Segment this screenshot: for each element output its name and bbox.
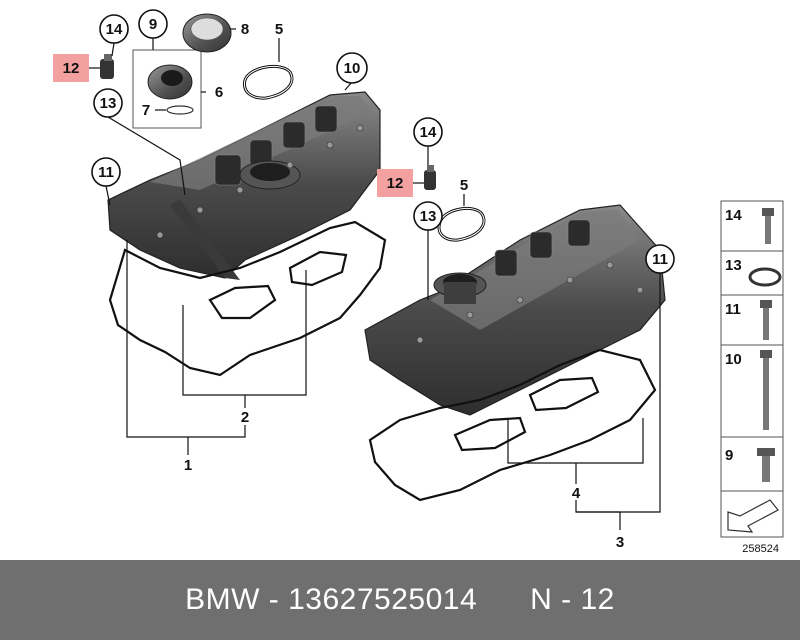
reference-number: 258524 bbox=[742, 543, 779, 555]
footer-part-number: 13627525014 bbox=[288, 583, 478, 616]
svg-text:11: 11 bbox=[652, 251, 668, 268]
gasket-right bbox=[368, 348, 657, 502]
callout-6: 6 bbox=[215, 84, 223, 101]
o-ring-part-7 bbox=[166, 105, 194, 115]
parts-diagram: 14 9 8 5 12 10 6 7 13 11 2 1 14 12 bbox=[53, 9, 784, 555]
svg-text:5: 5 bbox=[275, 21, 283, 38]
sensor-12-right bbox=[424, 165, 436, 190]
svg-text:8: 8 bbox=[241, 21, 249, 38]
svg-text:11: 11 bbox=[98, 164, 114, 181]
gasket-5-left bbox=[242, 64, 294, 100]
callout-13-left: 13 bbox=[93, 88, 123, 118]
svg-text:14: 14 bbox=[420, 124, 437, 141]
gasket-left bbox=[108, 220, 387, 377]
svg-text:7: 7 bbox=[142, 102, 150, 119]
callout-8: 8 bbox=[241, 21, 249, 38]
oil-cap-part-8 bbox=[182, 13, 232, 53]
callout-5-left: 5 bbox=[275, 21, 283, 38]
legend-arrow-box bbox=[720, 490, 784, 538]
svg-text:5: 5 bbox=[460, 177, 468, 194]
callout-3: 3 bbox=[616, 534, 624, 551]
svg-text:14: 14 bbox=[725, 207, 742, 224]
svg-text:4: 4 bbox=[572, 485, 581, 502]
callout-7: 7 bbox=[142, 102, 150, 119]
svg-text:3: 3 bbox=[616, 534, 624, 551]
callout-5-right: 5 bbox=[460, 177, 468, 194]
legend-item-11: 11 bbox=[720, 294, 784, 346]
arrow-icon bbox=[727, 499, 779, 533]
footer-separator: - bbox=[259, 583, 289, 616]
callout-1: 1 bbox=[184, 457, 192, 474]
callout-12-left-highlight: 12 bbox=[53, 54, 89, 82]
callout-13-right: 13 bbox=[413, 201, 443, 231]
svg-text:2: 2 bbox=[241, 409, 249, 426]
legend-column: 14 13 11 10 9 bbox=[720, 200, 784, 555]
leader-lines bbox=[89, 28, 661, 530]
callout-10: 10 bbox=[336, 52, 368, 84]
svg-text:11: 11 bbox=[725, 301, 741, 318]
sensor-12-left bbox=[100, 54, 114, 79]
svg-text:1: 1 bbox=[184, 457, 192, 474]
svg-text:13: 13 bbox=[100, 95, 117, 112]
svg-text:6: 6 bbox=[215, 84, 223, 101]
callout-11-left: 11 bbox=[91, 157, 121, 187]
legend-item-9: 9 bbox=[720, 436, 784, 492]
footer-position: N - 12 bbox=[530, 583, 615, 616]
svg-text:10: 10 bbox=[344, 60, 361, 77]
callout-4: 4 bbox=[572, 485, 581, 502]
svg-text:12: 12 bbox=[387, 175, 404, 192]
oil-filler-neck-right bbox=[433, 272, 487, 304]
svg-text:13: 13 bbox=[725, 257, 742, 274]
oil-filler-neck-left bbox=[239, 160, 301, 190]
legend-item-14: 14 bbox=[720, 200, 784, 252]
callout-9: 9 bbox=[138, 9, 168, 39]
callout-11-right: 11 bbox=[645, 244, 675, 274]
callout-2: 2 bbox=[241, 409, 249, 426]
svg-text:14: 14 bbox=[106, 21, 123, 38]
legend-item-13: 13 bbox=[720, 250, 784, 296]
footer-brand: BMW bbox=[185, 583, 260, 616]
callout-12-right-highlight: 12 bbox=[377, 169, 413, 197]
footer-bar: BMW - 13627525014 N - 12 bbox=[0, 560, 800, 640]
svg-text:13: 13 bbox=[420, 208, 437, 225]
legend-item-10: 10 bbox=[720, 344, 784, 438]
footer-gap bbox=[477, 583, 530, 617]
oil-cap-group bbox=[132, 13, 232, 129]
callout-14-right: 14 bbox=[413, 117, 443, 147]
gasket-5-right bbox=[437, 206, 486, 242]
valve-cover-right bbox=[364, 204, 666, 416]
callout-14-left: 14 bbox=[99, 14, 129, 44]
svg-text:9: 9 bbox=[725, 447, 733, 464]
svg-text:12: 12 bbox=[63, 60, 80, 77]
svg-text:9: 9 bbox=[149, 16, 157, 33]
valve-cover-left bbox=[107, 91, 381, 280]
svg-text:10: 10 bbox=[725, 351, 742, 368]
